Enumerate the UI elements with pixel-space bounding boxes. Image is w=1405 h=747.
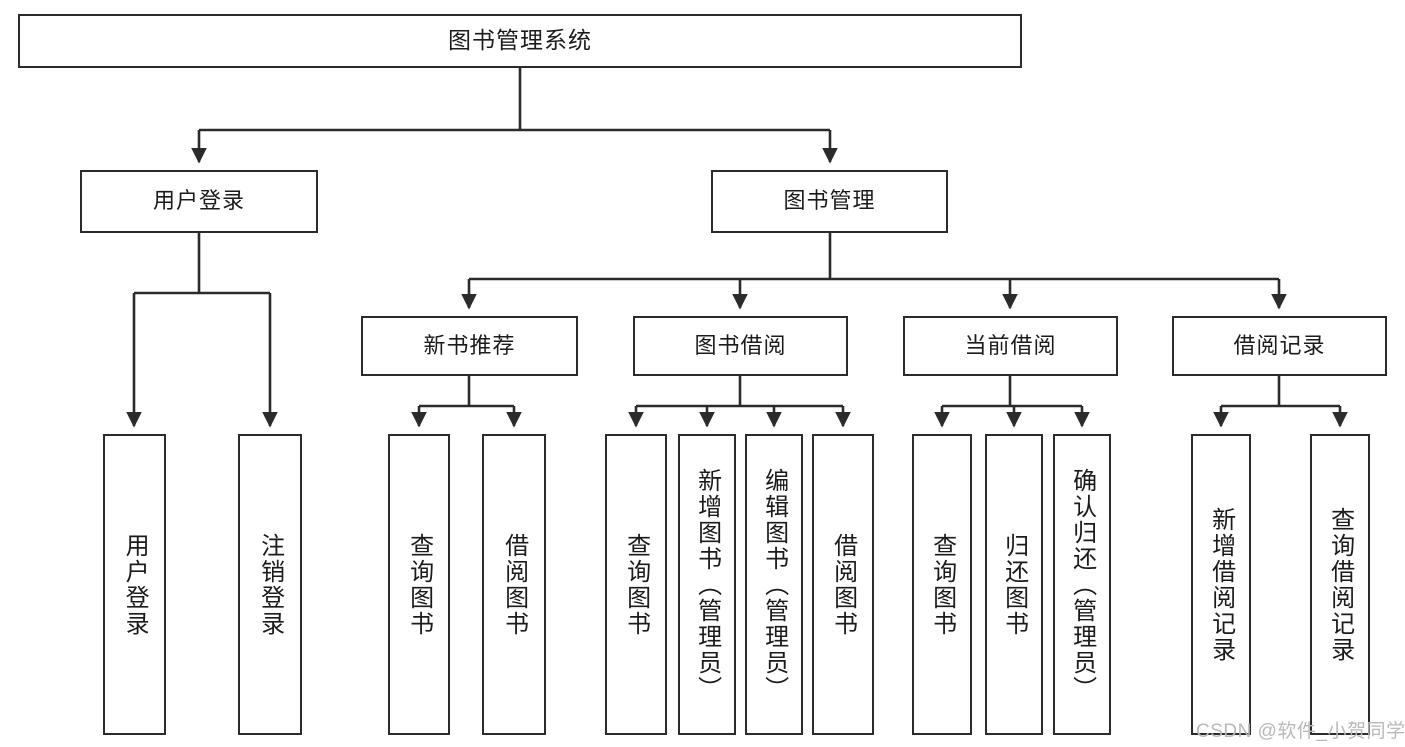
leaf-query-book-newbook[interactable]: 查询图书 xyxy=(388,434,450,735)
node-label: 当前借阅 xyxy=(964,332,1057,358)
node-label: 借阅记录 xyxy=(1233,332,1326,358)
node-label: 查询图书 xyxy=(405,532,433,637)
node-label: 图书管理 xyxy=(783,188,876,214)
node-label: 确认归还（管理员） xyxy=(1068,467,1096,702)
leaf-add-book-admin[interactable]: 新增图书（管理员） xyxy=(678,434,736,735)
node-label: 图书借阅 xyxy=(694,332,787,358)
leaf-query-book-current[interactable]: 查询图书 xyxy=(912,434,972,735)
leaf-confirm-return-admin[interactable]: 确认归还（管理员） xyxy=(1053,434,1111,735)
node-label: 借阅图书 xyxy=(500,532,528,637)
leaf-edit-book-admin[interactable]: 编辑图书（管理员） xyxy=(745,434,803,735)
node-label: 新增借阅记录 xyxy=(1207,506,1235,663)
leaf-borrow-book[interactable]: 借阅图书 xyxy=(812,434,874,735)
node-user-login[interactable]: 用户登录 xyxy=(80,170,318,233)
node-label: 图书管理系统 xyxy=(448,27,592,54)
node-label: 归还图书 xyxy=(1000,532,1028,637)
node-label: 用户登录 xyxy=(121,532,149,637)
leaf-borrow-book-newbook[interactable]: 借阅图书 xyxy=(482,434,546,735)
node-label: 借阅图书 xyxy=(829,532,857,637)
leaf-query-borrow-record[interactable]: 查询借阅记录 xyxy=(1310,434,1370,735)
node-label: 用户登录 xyxy=(152,188,245,214)
leaf-return-book[interactable]: 归还图书 xyxy=(985,434,1043,735)
node-label: 注销登录 xyxy=(256,532,284,637)
leaf-user-login[interactable]: 用户登录 xyxy=(103,434,166,735)
node-root-system[interactable]: 图书管理系统 xyxy=(18,14,1022,68)
node-book-borrow[interactable]: 图书借阅 xyxy=(633,316,848,376)
node-borrow-records[interactable]: 借阅记录 xyxy=(1172,316,1387,376)
leaf-query-book-borrow[interactable]: 查询图书 xyxy=(605,434,667,735)
node-book-management[interactable]: 图书管理 xyxy=(711,170,948,233)
node-label: 新书推荐 xyxy=(423,332,516,358)
node-current-borrow[interactable]: 当前借阅 xyxy=(903,316,1118,376)
node-label: 查询图书 xyxy=(928,532,956,637)
node-new-book-recommend[interactable]: 新书推荐 xyxy=(361,316,578,376)
node-label: 新增图书（管理员） xyxy=(693,467,721,702)
node-label: 查询图书 xyxy=(622,532,650,637)
leaf-add-borrow-record[interactable]: 新增借阅记录 xyxy=(1191,434,1251,735)
leaf-logout[interactable]: 注销登录 xyxy=(238,434,302,735)
csdn-watermark: CSDN @软件_小贺同学 xyxy=(1196,721,1405,742)
node-label: 编辑图书（管理员） xyxy=(760,467,788,702)
node-label: 查询借阅记录 xyxy=(1326,506,1354,663)
